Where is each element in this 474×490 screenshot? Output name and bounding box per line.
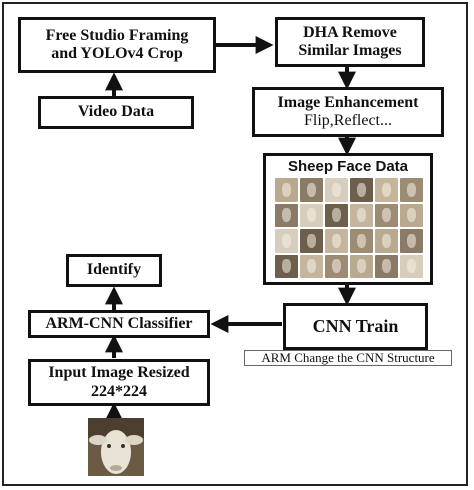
free-studio-line2: and YOLOv4 Crop	[51, 45, 183, 62]
cnn-note-label: ARM Change the CNN Structure	[261, 350, 435, 365]
sheep-face-thumbnail	[400, 178, 423, 202]
sheep-face-thumbnail	[275, 229, 298, 253]
node-input-image: Input Image Resized 224*224	[28, 359, 210, 406]
sheep-face-thumbnail	[400, 203, 423, 227]
sheep-face-thumbnail	[325, 229, 348, 253]
sheep-face-thumbnail	[350, 203, 373, 227]
sheep-face-thumbnail	[350, 178, 373, 202]
cnn-structure-note: ARM Change the CNN Structure	[244, 350, 452, 366]
input-line2: 224*224	[91, 382, 147, 400]
node-dha-remove: DHA Remove Similar Images	[275, 17, 425, 67]
identify-label: Identify	[86, 261, 142, 279]
sheep-face-title: Sheep Face Data	[287, 158, 409, 175]
sheep-face-thumbnail	[325, 203, 348, 227]
input-line1: Input Image Resized	[48, 364, 190, 382]
sheep-face-thumbnail	[275, 203, 298, 227]
sheep-face-thumbnail	[275, 254, 298, 278]
sheep-face-thumbnail	[300, 178, 323, 202]
sheep-face-thumbnail	[350, 254, 373, 278]
sheep-face-thumbnail	[350, 229, 373, 253]
diagram-frame	[2, 2, 468, 486]
sheep-face-thumbnail	[300, 203, 323, 227]
sheep-face-thumbnail	[325, 178, 348, 202]
sheep-face-thumbnail	[375, 229, 398, 253]
sheep-face-image-grid	[275, 178, 423, 278]
node-arm-cnn-classifier: ARM-CNN Classifier	[28, 310, 210, 338]
sheep-face-thumbnail	[325, 254, 348, 278]
arm-cnn-label: ARM-CNN Classifier	[45, 314, 193, 332]
sheep-face-thumbnail	[375, 254, 398, 278]
enhancement-subtitle: Flip,Reflect...	[304, 112, 392, 129]
sheep-face-thumbnail	[400, 229, 423, 253]
video-label: Video Data	[77, 103, 155, 121]
node-free-studio-framing: Free Studio Framing and YOLOv4 Crop	[18, 17, 216, 73]
dha-line1: DHA Remove	[303, 23, 397, 41]
sheep-face-thumbnail	[275, 178, 298, 202]
sheep-face-thumbnail	[400, 254, 423, 278]
node-identify: Identify	[66, 254, 162, 287]
sheep-face-thumbnail	[300, 229, 323, 253]
free-studio-line1: Free Studio Framing	[45, 26, 189, 44]
dha-line2: Similar Images	[298, 42, 402, 59]
sheep-face-thumbnail	[375, 178, 398, 202]
node-video-data: Video Data	[38, 96, 194, 129]
sheep-face-thumbnail	[300, 254, 323, 278]
node-cnn-train: CNN Train	[283, 303, 428, 350]
input-sheep-photo	[88, 418, 144, 476]
enhancement-title: Image Enhancement	[277, 93, 419, 111]
node-image-enhancement: Image Enhancement Flip,Reflect...	[252, 87, 444, 137]
sheep-face-thumbnail	[375, 203, 398, 227]
cnn-train-label: CNN Train	[312, 316, 399, 337]
